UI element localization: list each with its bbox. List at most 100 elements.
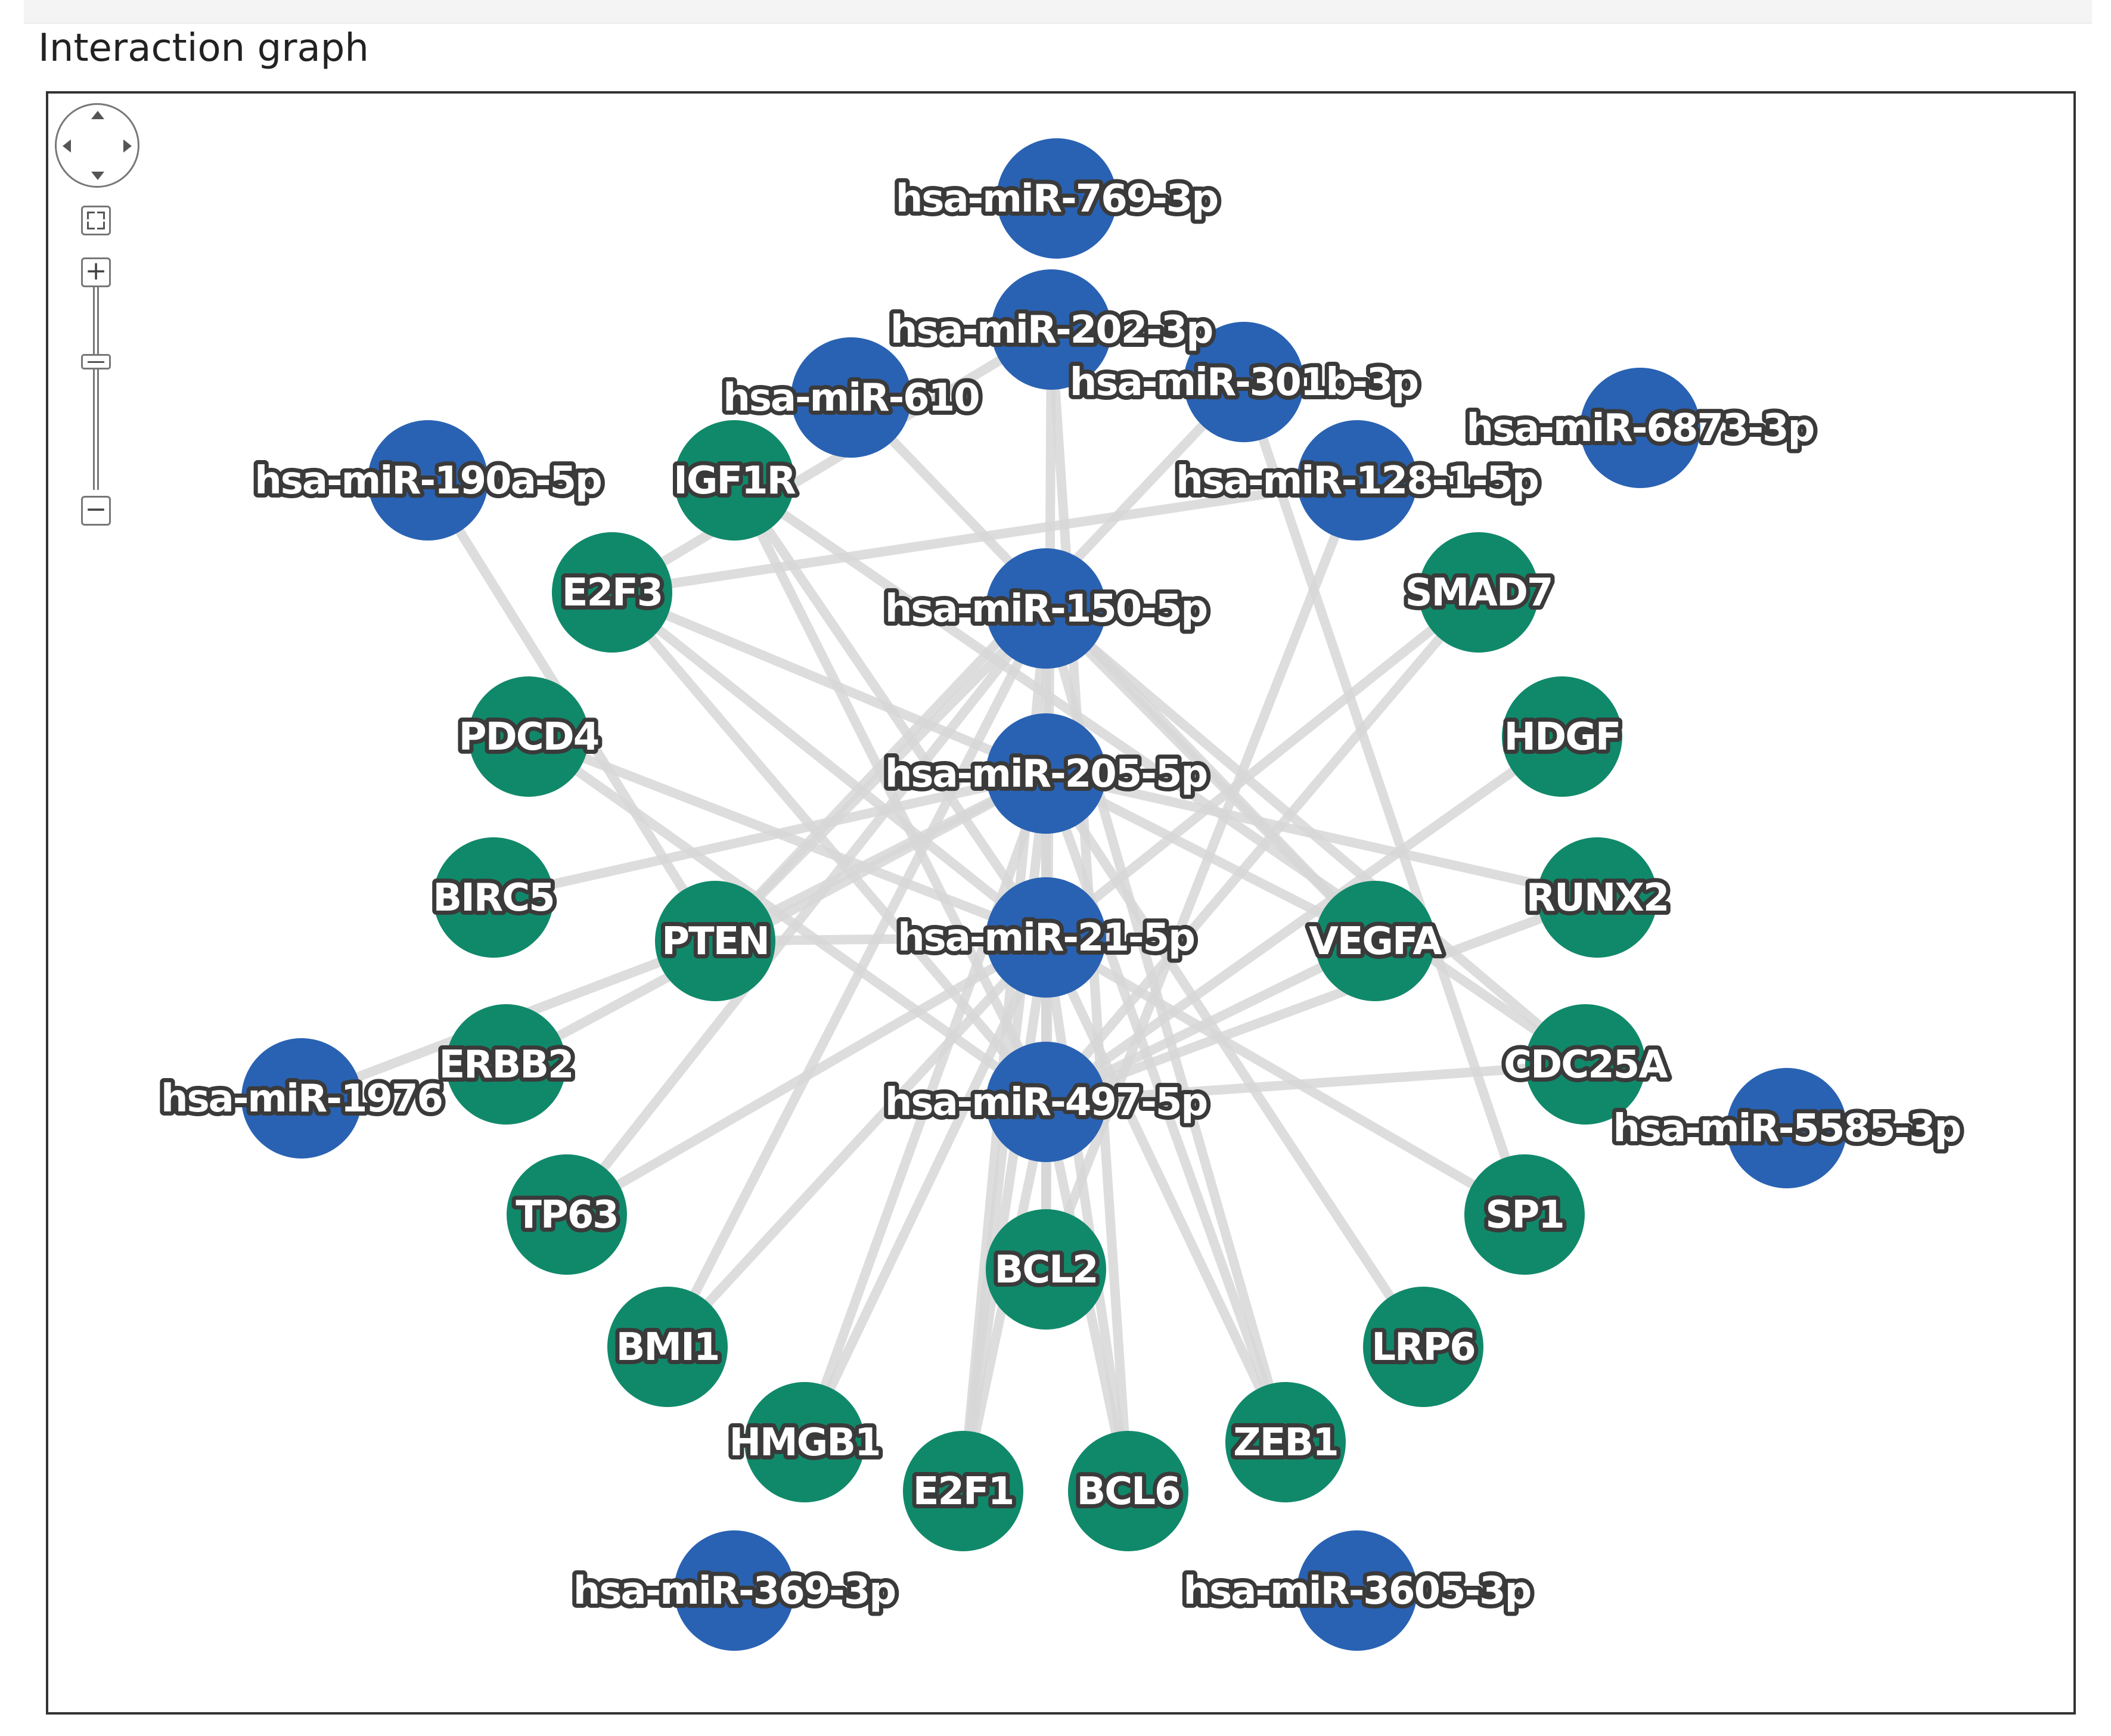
mirna-node-miR205[interactable] <box>986 713 1106 834</box>
node-label-miR769: hsa-miR-769-3p <box>896 177 1218 221</box>
gene-node-IGF1R[interactable] <box>674 420 794 541</box>
pan-down-icon[interactable] <box>91 172 104 180</box>
gene-node-PDCD4[interactable] <box>468 676 589 797</box>
gene-node-LRP6[interactable] <box>1363 1287 1483 1407</box>
edge-miR497-E2F3[interactable] <box>607 588 1051 1107</box>
edge-miR497-IGF1R[interactable] <box>729 476 1051 1107</box>
zoom-out-button[interactable]: − <box>81 496 111 526</box>
edge-miR21-ZEB1[interactable] <box>1041 933 1290 1447</box>
pan-up-icon[interactable] <box>91 111 104 119</box>
edge-miR301b-SP1[interactable] <box>1239 377 1529 1219</box>
edge-miR150-CDC25A[interactable] <box>1041 604 1590 1069</box>
edge-miR497-CDC25A[interactable] <box>1041 1060 1590 1107</box>
edge-miR128-E2F3[interactable] <box>607 476 1362 597</box>
gene-node-HDGF[interactable] <box>1502 676 1622 797</box>
gene-node-VEGFA[interactable] <box>1315 881 1435 1001</box>
fit-corner-icon <box>97 222 105 229</box>
edge-miR128-BCL2[interactable] <box>1041 476 1362 1274</box>
edge-miR301b-PTEN[interactable] <box>710 377 1249 946</box>
node-label-CDC25A: CDC25A <box>1504 1043 1668 1087</box>
graph-svg[interactable]: hsa-miR-769-3p hsa-miR-202-3p hsa-miR-301b… <box>48 94 2073 1712</box>
node-label-E2F3: E2F3 <box>562 571 663 615</box>
node-label-miR3605: hsa-miR-3605-3p <box>1184 1569 1531 1613</box>
edge-miR497-PDCD4[interactable] <box>524 732 1051 1107</box>
gene-node-ZEB1[interactable] <box>1225 1382 1346 1502</box>
edge-miR21-BCL6[interactable] <box>1041 933 1133 1496</box>
gene-node-SP1[interactable] <box>1464 1154 1585 1275</box>
mirna-node-miR369[interactable] <box>674 1530 794 1651</box>
mirna-node-miR21[interactable] <box>986 877 1106 998</box>
node-label-miR202: hsa-miR-202-3p <box>890 308 1212 352</box>
edge-miR150-BMI1[interactable] <box>663 604 1051 1352</box>
edge-miR610-VEGFA[interactable] <box>846 393 1380 946</box>
gene-node-HMGB1[interactable] <box>744 1382 865 1502</box>
node-label-miR128: hsa-miR-128-1-5p <box>1176 459 1538 503</box>
mirna-node-miR190a[interactable] <box>368 420 488 541</box>
node-label-miR301b: hsa-miR-301b-3p <box>1070 361 1418 405</box>
zoom-slider-track[interactable] <box>93 287 99 490</box>
mirna-node-miR497[interactable] <box>986 1042 1106 1162</box>
gene-node-BMI1[interactable] <box>607 1287 728 1407</box>
gene-node-RUNX2[interactable] <box>1537 837 1657 958</box>
node-label-PDCD4: PDCD4 <box>459 715 599 759</box>
node-label-miR205: hsa-miR-205-5p <box>885 752 1207 796</box>
node-label-ZEB1: ZEB1 <box>1233 1421 1337 1465</box>
fit-to-screen-button[interactable] <box>81 206 111 235</box>
node-label-miR190a: hsa-miR-190a-5p <box>254 459 601 503</box>
edge-miR202-E2F3[interactable] <box>607 325 1056 597</box>
mirna-node-miR301b[interactable] <box>1184 322 1304 442</box>
mirna-node-miR128[interactable] <box>1297 420 1417 541</box>
gene-node-BCL6[interactable] <box>1068 1431 1188 1551</box>
pan-right-icon[interactable] <box>123 139 132 153</box>
panel-title: Interaction graph <box>38 26 369 70</box>
node-label-miR150: hsa-miR-150-5p <box>885 587 1207 631</box>
node-layer <box>241 138 1847 1651</box>
gene-node-E2F1[interactable] <box>903 1431 1023 1551</box>
node-label-miR610: hsa-miR-610 <box>723 376 979 420</box>
gene-node-SMAD7[interactable] <box>1418 532 1539 653</box>
edge-miR21-BMI1[interactable] <box>663 933 1051 1352</box>
gene-node-ERBB2[interactable] <box>446 1004 566 1125</box>
node-label-SMAD7: SMAD7 <box>1405 571 1553 615</box>
mirna-node-miR6873[interactable] <box>1580 368 1700 488</box>
mirna-node-miR202[interactable] <box>991 269 1112 390</box>
mirna-node-miR610[interactable] <box>791 337 911 458</box>
gene-node-PTEN[interactable] <box>655 881 775 1001</box>
gene-node-BIRC5[interactable] <box>433 837 554 958</box>
edge-layer <box>297 325 1602 1496</box>
node-label-E2F1: E2F1 <box>913 1470 1014 1514</box>
graph-canvas[interactable]: hsa-miR-769-3p hsa-miR-202-3p hsa-miR-301b… <box>46 91 2076 1715</box>
node-label-RUNX2: RUNX2 <box>1526 876 1669 920</box>
node-label-TP63: TP63 <box>516 1193 618 1237</box>
node-label-miR369: hsa-miR-369-3p <box>573 1569 895 1613</box>
mirna-node-miR769[interactable] <box>996 138 1117 259</box>
fit-corner-icon <box>97 212 105 219</box>
node-label-BCL2: BCL2 <box>994 1248 1097 1292</box>
node-label-HMGB1: HMGB1 <box>729 1421 880 1465</box>
mirna-node-miR3605[interactable] <box>1297 1530 1417 1651</box>
label-layer: hsa-miR-769-3p hsa-miR-202-3p hsa-miR-301b… <box>157 173 1966 1617</box>
edge-miR205-HMGB1[interactable] <box>800 769 1051 1447</box>
edge-miR150-TP63[interactable] <box>562 604 1051 1219</box>
mirna-node-miR5585[interactable] <box>1727 1068 1847 1188</box>
node-label-BCL6: BCL6 <box>1076 1470 1179 1514</box>
mirna-node-miR1976[interactable] <box>241 1038 362 1159</box>
edge-miR21-PDCD4[interactable] <box>524 732 1051 942</box>
gene-node-BCL2[interactable] <box>986 1209 1106 1330</box>
pan-left-icon[interactable] <box>63 139 71 153</box>
node-label-IGF1R: IGF1R <box>673 459 796 503</box>
edge-miR205-LRP6[interactable] <box>1041 769 1428 1352</box>
edge-miR497-RUNX2[interactable] <box>1041 893 1602 1107</box>
edge-IGF1R-CDC25A[interactable] <box>729 476 1590 1069</box>
gene-node-TP63[interactable] <box>507 1154 627 1275</box>
zoom-slider-handle[interactable] <box>81 354 111 369</box>
zoom-in-button[interactable]: + <box>81 257 111 287</box>
node-label-BIRC5: BIRC5 <box>433 876 554 920</box>
pan-control[interactable] <box>55 103 139 188</box>
gene-node-E2F3[interactable] <box>552 532 672 653</box>
edge-miR205-ERBB2[interactable] <box>501 769 1051 1069</box>
gene-node-CDC25A[interactable] <box>1525 1004 1646 1125</box>
node-label-PTEN: PTEN <box>662 920 769 964</box>
mirna-node-miR150[interactable] <box>986 548 1106 669</box>
edge-miR21-E2F3[interactable] <box>607 588 1051 942</box>
